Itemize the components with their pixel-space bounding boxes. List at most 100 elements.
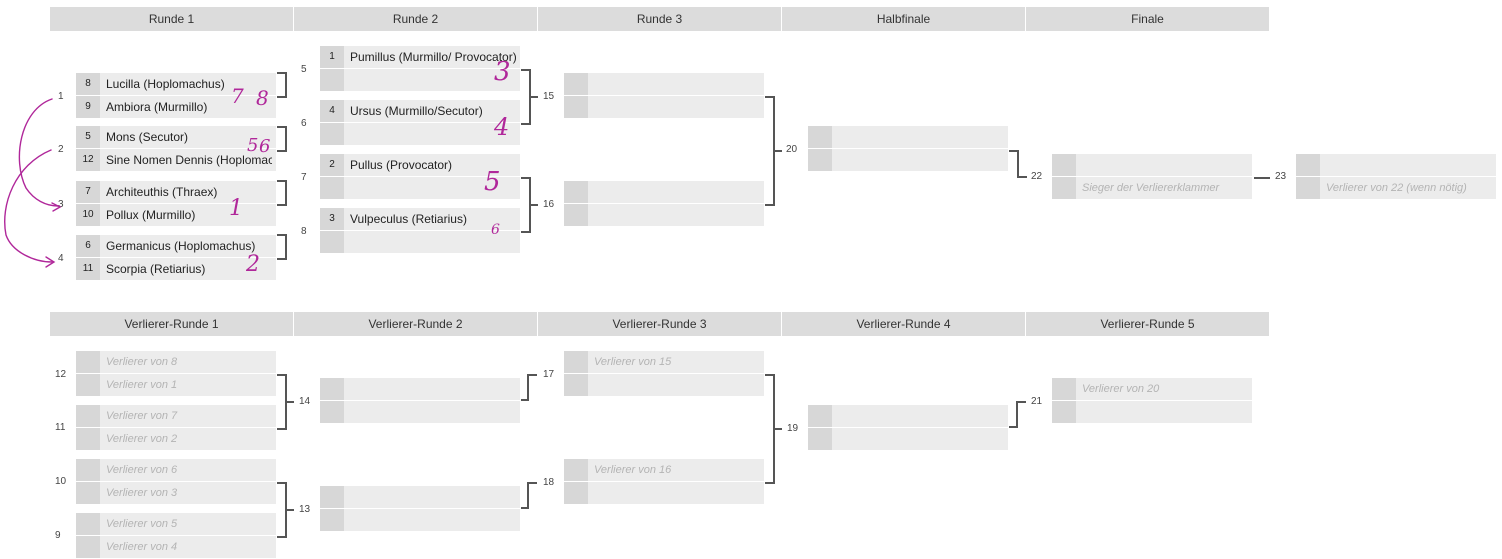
match-18[interactable]: Verlierer von 16 [564,459,764,505]
match-slot[interactable]: Verlierer von 6 [76,459,276,481]
bracket-connector [527,374,537,376]
match-11[interactable]: Verlierer von 7 Verlierer von 2 [76,405,276,451]
match-slot[interactable] [564,96,764,118]
match-13[interactable] [320,486,520,532]
seed-badge [564,482,588,504]
match-slot[interactable] [564,73,764,95]
match-slot[interactable] [320,177,520,199]
bracket-connector [527,482,537,484]
bracket-connector [527,374,529,401]
match-slot[interactable] [320,486,520,508]
match-slot[interactable]: Verlierer von 5 [76,513,276,535]
seed-badge [564,73,588,95]
header-final: Finale [1026,7,1269,31]
seed-badge [564,204,588,226]
team-name: Verlierer von 3 [106,487,178,499]
match-20[interactable] [808,126,1008,172]
match-slot[interactable]: Verlierer von 20 [1052,378,1252,400]
match-slot[interactable] [808,149,1008,171]
bracket-connector [1016,401,1026,403]
match-22[interactable]: Sieger der Verliererklammer [1052,154,1252,200]
bracket-connector [530,96,538,98]
match-slot[interactable] [320,378,520,400]
match-slot[interactable] [808,126,1008,148]
ink-arrows [4,98,62,268]
match-slot[interactable] [320,401,520,423]
match-slot[interactable]: Verlierer von 7 [76,405,276,427]
match-16[interactable] [564,181,764,227]
match-10[interactable]: Verlierer von 6 Verlierer von 3 [76,459,276,505]
match-slot[interactable] [564,181,764,203]
match-slot[interactable] [808,428,1008,450]
match-slot[interactable]: Verlierer von 15 [564,351,764,373]
match-21[interactable]: Verlierer von 20 [1052,378,1252,424]
match-number: 10 [55,476,67,487]
match-slot[interactable]: Verlierer von 16 [564,459,764,481]
match-slot[interactable]: Verlierer von 1 [76,374,276,396]
bracket-connector [1017,176,1027,178]
seed-badge: 4 [320,100,344,122]
match-slot[interactable] [564,204,764,226]
match-slot[interactable] [1052,401,1252,423]
team-name: Verlierer von 2 [106,433,178,445]
match-slot[interactable]: Verlierer von 22 (wenn nötig) [1296,177,1496,199]
header-loser-round-5: Verlierer-Runde 5 [1026,312,1269,336]
match-slot[interactable] [1052,154,1252,176]
match-19[interactable] [808,405,1008,451]
match-17[interactable]: Verlierer von 15 [564,351,764,397]
seed-badge [1052,378,1076,400]
bracket-connector [277,72,287,98]
match-slot[interactable] [808,405,1008,427]
team-name: Pumillus (Murmillo/ Provocator) [350,50,516,64]
seed-badge: 11 [76,258,100,280]
match-slot[interactable] [320,231,520,253]
team-name: Verlierer von 1 [106,379,178,391]
match-slot[interactable]: Verlierer von 3 [76,482,276,504]
match-slot[interactable]: Verlierer von 2 [76,428,276,450]
match-slot[interactable] [1296,154,1496,176]
match-9[interactable]: Verlierer von 5 Verlierer von 4 [76,513,276,559]
match-slot[interactable]: Sieger der Verliererklammer [1052,177,1252,199]
seed-badge [320,123,344,145]
team-name: Ursus (Murmillo/Secutor) [350,104,483,118]
match-slot[interactable]: Verlierer von 8 [76,351,276,373]
match-23[interactable]: Verlierer von 22 (wenn nötig) [1296,154,1496,200]
seed-badge [320,69,344,91]
match-slot[interactable]: 4 Ursus (Murmillo/Secutor) [320,100,520,122]
match-slot[interactable] [564,482,764,504]
seed-badge: 5 [76,126,100,148]
seed-badge [320,378,344,400]
match-12[interactable]: Verlierer von 8 Verlierer von 1 [76,351,276,397]
match-6[interactable]: 4 Ursus (Murmillo/Secutor) [320,100,520,146]
seed-badge [320,486,344,508]
match-slot[interactable] [320,509,520,531]
match-slot[interactable] [320,123,520,145]
match-number: 23 [1275,171,1287,182]
match-slot[interactable] [564,374,764,396]
match-number: 4 [58,253,64,264]
match-slot[interactable]: Verlierer von 4 [76,536,276,558]
match-15[interactable] [564,73,764,119]
match-slot[interactable] [320,69,520,91]
match-14[interactable] [320,378,520,424]
match-number: 6 [301,118,307,129]
